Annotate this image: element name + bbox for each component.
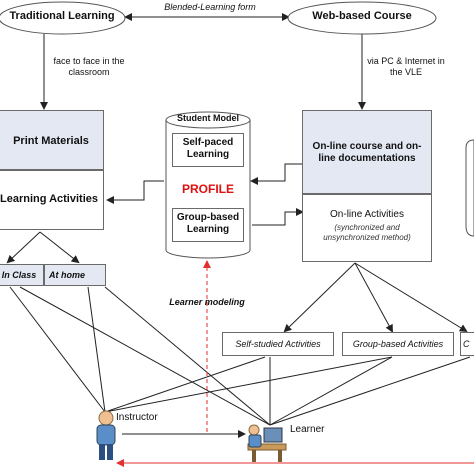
self-paced-box: Self-paced Learning (172, 133, 244, 167)
web-based-course-label: Web-based Course (312, 10, 412, 22)
model-to-learning-arrow (106, 180, 164, 204)
learning-activities-box: Learning Activities (0, 170, 104, 230)
truncated-activity-label: C (463, 339, 470, 349)
traditional-learning-label: Traditional Learning (9, 10, 115, 22)
instructor-icon (96, 410, 116, 460)
blended-learning-label: Blended-Learning form (164, 2, 256, 12)
online-course-label: On-line course and on-line documentation… (312, 141, 422, 164)
self-paced-label: Self-paced Learning (182, 137, 234, 160)
print-materials-label: Print Materials (13, 135, 89, 147)
instructor-label: Instructor (116, 412, 158, 423)
online-activities-box: On-line Activities (synchronized and uns… (302, 194, 432, 262)
via-pc-label: via PC & Internet in the VLE (367, 56, 445, 77)
learner-modeling-label: Learner modeling (169, 297, 245, 307)
self-studied-label: Self-studied Activities (235, 339, 321, 349)
traditional-learning-ellipse (0, 1, 126, 35)
group-based-learning-box: Group-based Learning (172, 208, 244, 242)
online-course-box: On-line course and on-line documentation… (302, 110, 432, 194)
online-activities-sub: (synchronized and unsynchronized method) (323, 223, 411, 242)
group-based-learning-label: Group-based Learning (176, 212, 240, 235)
online-activities-label: On-line Activities (330, 209, 404, 220)
print-materials-box: Print Materials (0, 110, 104, 170)
right-cylinder (465, 139, 474, 237)
in-class-box: In Class (0, 264, 44, 286)
learning-activities-label: Learning Activities (0, 193, 98, 205)
at-home-label: At home (49, 270, 85, 280)
learner-label: Learner (290, 424, 325, 435)
web-based-course-ellipse (287, 1, 437, 35)
truncated-activity-box: C (460, 332, 474, 356)
student-model-label: Student Model (177, 113, 239, 123)
learner-icon (247, 424, 287, 462)
profile-label: PROFILE (181, 182, 234, 196)
course-to-model-arrow (250, 163, 302, 185)
in-class-label: In Class (1, 270, 37, 280)
self-studied-box: Self-studied Activities (222, 332, 334, 356)
face-to-face-label: face to face in the classroom (53, 56, 125, 77)
group-based-activities-label: Group-based Activities (352, 339, 444, 349)
group-based-activities-box: Group-based Activities (342, 332, 454, 356)
model-to-online-arrow (252, 208, 304, 226)
at-home-box: At home (44, 264, 106, 286)
